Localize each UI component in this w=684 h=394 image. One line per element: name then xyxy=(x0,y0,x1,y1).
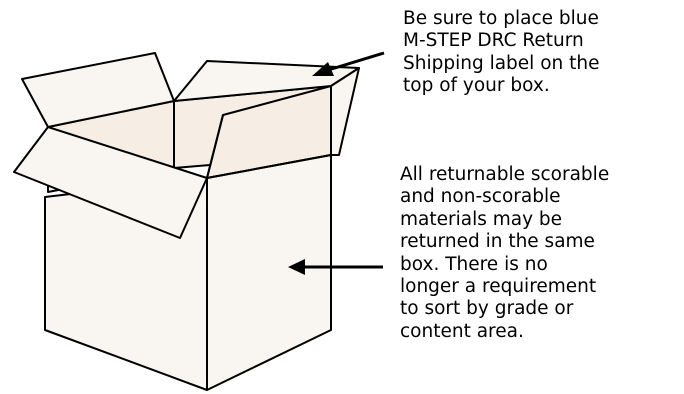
shipping-label-instruction: Be sure to place blue M-STEP DRC Return … xyxy=(403,8,679,98)
returnable-materials-instruction: All returnable scorable and non-scorable… xyxy=(400,164,680,343)
box-front-face xyxy=(207,155,331,390)
arrow-to-box-front xyxy=(288,259,383,275)
